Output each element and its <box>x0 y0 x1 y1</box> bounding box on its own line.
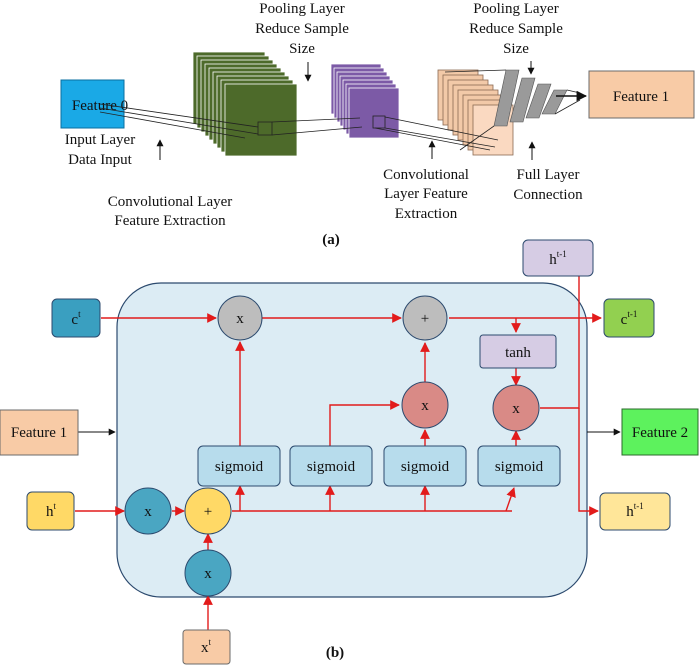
pool-1-layer-7 <box>348 87 400 139</box>
conv-layer-1-stack <box>192 51 298 157</box>
sum-plus-circle <box>184 487 232 535</box>
pool-layer-1-label-2: Reduce Sample <box>255 21 349 37</box>
sigmoid-box-4 <box>477 445 561 487</box>
tanh-box <box>479 334 557 369</box>
pool-layer-1-label-3: Size <box>289 41 315 57</box>
feature-1-b-box <box>0 409 79 456</box>
sigmoid-box-2 <box>289 445 373 487</box>
conv-layer-2-label-2: Layer Feature <box>384 186 468 202</box>
sum-plus-label: + <box>204 504 212 520</box>
output-mult-circle <box>492 384 540 432</box>
c-t-1-box <box>603 298 655 338</box>
forget-mult-label: x <box>236 311 244 327</box>
feature-0-box <box>60 79 125 129</box>
sigmoid-label-4: sigmoid <box>495 459 544 475</box>
red-connections <box>75 245 602 630</box>
sigmoid-label-3: sigmoid <box>401 459 450 475</box>
h-mult-circle <box>124 487 172 535</box>
h-t-box <box>26 491 75 531</box>
input-mult-circle <box>401 381 449 429</box>
forget-mult-circle <box>217 295 263 341</box>
tanh-label: tanh <box>505 345 531 361</box>
output-mult-label: x <box>512 401 520 417</box>
lstm-cell <box>116 282 588 598</box>
feature-1-b-label: Feature 1 <box>11 425 67 441</box>
h-top-label: ht-1 <box>549 249 567 268</box>
x-mult-label: x <box>204 566 212 582</box>
c-t-1-label: ct-1 <box>621 309 638 328</box>
full-connection-stripes <box>493 69 568 127</box>
cell-plus-circle <box>402 295 448 341</box>
h-out-label: ht-1 <box>626 501 644 520</box>
pool-layer-1-stack <box>330 63 400 139</box>
sigmoid-label-2: sigmoid <box>307 459 356 475</box>
conv-layer-1-label-1: Convolutional Layer <box>108 194 233 210</box>
x-t-box <box>182 629 231 665</box>
x-mult-circle <box>184 549 232 597</box>
input-layer-label-2: Data Input <box>68 152 133 168</box>
caption-a: (a) <box>322 232 340 248</box>
full-layer-label-2: Connection <box>513 187 583 203</box>
h-top-box <box>522 239 594 277</box>
cnn-section: Feature 0 <box>60 1 695 248</box>
pool-layer-2-label-3: Size <box>503 41 529 57</box>
c-t-box <box>51 298 101 338</box>
projection-lines <box>99 103 499 151</box>
h-mult-label: x <box>144 504 152 520</box>
cell-plus-label: + <box>421 311 429 327</box>
pool-layer-1-label-1: Pooling Layer <box>259 1 344 17</box>
full-layer-label-1: Full Layer <box>517 167 580 183</box>
caption-b: (b) <box>326 645 344 661</box>
conv-layer-2-label-3: Extraction <box>395 206 458 222</box>
h-t-label: ht <box>46 501 57 520</box>
feature-2-label: Feature 2 <box>632 425 688 441</box>
pool-layer-2-label-1: Pooling Layer <box>473 1 558 17</box>
lstm-section: ct ct-1 ht-1 Feature 1 Feature 2 ht ht-1… <box>0 239 699 665</box>
c-t-label: ct <box>71 309 81 328</box>
input-mult-label: x <box>421 398 429 414</box>
sigmoid-box-1 <box>197 445 281 487</box>
feature-2-box <box>621 408 699 456</box>
conv-1-layer-9 <box>224 83 298 157</box>
conv-layer-1-label-2: Feature Extraction <box>114 213 226 229</box>
feature-1-label: Feature 1 <box>613 89 669 105</box>
full-connection-lines <box>444 69 581 151</box>
x-t-label: xt <box>201 637 212 656</box>
feature-1-box <box>588 70 695 119</box>
input-layer-label-1: Input Layer <box>65 132 135 148</box>
h-out-box <box>599 492 671 531</box>
sigmoid-label-1: sigmoid <box>215 459 264 475</box>
conv-layer-2-label-1: Convolutional <box>383 167 469 183</box>
sigmoid-box-3 <box>383 445 467 487</box>
pool-layer-2-label-2: Reduce Sample <box>469 21 563 37</box>
